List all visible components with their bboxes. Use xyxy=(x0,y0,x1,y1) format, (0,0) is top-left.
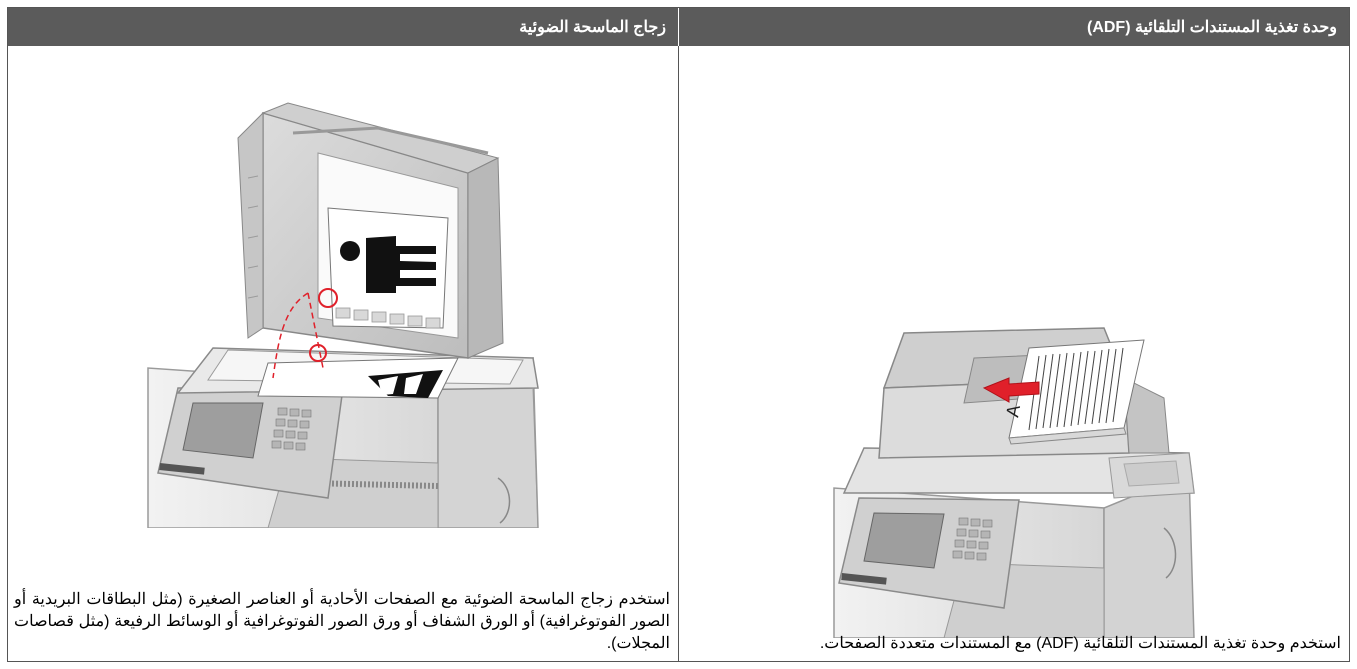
cell-adf: A استخدم وحدة تغذية المستندات التلقائية … xyxy=(679,46,1349,661)
header-scanner-glass: زجاج الماسحة الضوئية xyxy=(8,8,679,46)
printer-adf-illustration: A xyxy=(824,278,1204,638)
header-adf: وحدة تغذية المستندات التلقائية (ADF) xyxy=(679,8,1349,46)
printer-open-lid-illustration xyxy=(138,58,558,528)
scan-method-table: زجاج الماسحة الضوئية وحدة تغذية المستندا… xyxy=(7,7,1350,662)
caption-adf: استخدم وحدة تغذية المستندات التلقائية (A… xyxy=(685,633,1341,655)
caption-scanner-glass: استخدم زجاج الماسحة الضوئية مع الصفحات ا… xyxy=(14,589,670,655)
cell-scanner-glass: استخدم زجاج الماسحة الضوئية مع الصفحات ا… xyxy=(8,46,679,661)
